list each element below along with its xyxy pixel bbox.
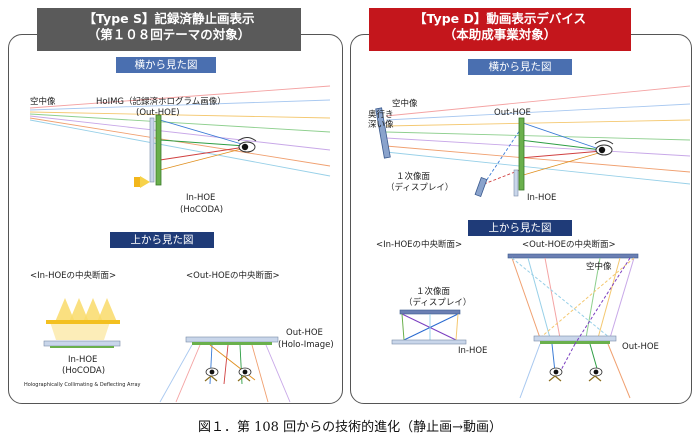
type-d-in-hoe-plate [513,169,519,197]
type-d-in-hoe-label: In-HOE [527,193,557,203]
type-s-subtitle: （第１０８回テーマの対象） [87,27,251,42]
type-d-aerial-label: 空中像 [392,99,418,109]
type-s-title: 【Type S】記録済静止画表示 [83,11,255,26]
type-s-side-view-tag: 横から見た図 [116,57,216,73]
type-d-primary-label-2: （ディスプレイ） [386,183,454,193]
type-s-hocoda-label: (HoCODA) [180,205,224,215]
type-d-in-hoe-top-label: In-HOE [458,346,488,356]
type-d-out-hoe-section [507,253,639,399]
type-d-section-in-label: <In-HOEの中央断面> [376,240,463,250]
type-d-out-hoe-top-label: Out-HOE [622,342,659,352]
type-s-in-hoe-bottom-label: In-HOE [68,355,98,365]
type-d-top-view-tag: 上から見た図 [468,220,572,236]
type-d-side-view-tag: 横から見た図 [468,59,572,75]
type-s-out-hoe-bottom-label: Out-HOE [286,328,323,338]
eye-icon [237,137,257,153]
type-d-out-hoe-plate [518,117,525,191]
type-s-in-hoe-label: In-HOE [186,193,216,203]
type-d-out-hoe-label: Out-HOE [494,108,531,118]
figure-caption: 図１．第 108 回からの技術的進化（静止画→動画） [198,420,502,435]
eye-icon [594,140,614,156]
type-s-hocoda-array [43,298,121,348]
eye-icon [588,367,603,382]
type-s-holo-image-label: (Holo-Image) [278,340,334,350]
type-s-hoimg-label: HoIMG（記録済ホログラム画像） [96,97,226,107]
eye-icon [204,367,219,382]
type-s-side-rays [29,85,331,177]
type-d-display-panel [474,177,488,197]
type-s-top-view-tag: 上から見た図 [110,232,214,248]
type-s-out-hoe-plate [155,114,162,186]
type-d-in-hoe-section [391,309,467,345]
type-d-banner: 【Type D】動画表示デバイス （本助成事業対象） [369,8,631,51]
type-s-section-out-label: <Out-HOEの中央断面> [186,271,280,281]
type-d-section-out-label: <Out-HOEの中央断面> [522,240,616,250]
type-d-primary-label-1: １次像面 [396,172,431,182]
type-d-depth-label-2: 深い像 [368,120,394,130]
type-s-aerial-label: 空中像 [30,97,56,107]
type-s-small-print-label: Holographically Collimating & Deflecting… [24,382,141,388]
type-s-out-hoe-label: (Out-HOE) [136,108,180,118]
type-d-aerial-top-label: 空中像 [586,262,612,272]
type-d-primary-top-label-1: １次像面 [416,287,451,297]
type-d-side-rays [385,85,691,185]
eye-icon [237,367,252,382]
type-d-depth-label-1: 奥行き [368,110,394,120]
type-d-aerial-depth-image [375,107,391,159]
eye-icon [548,367,563,382]
type-d-primary-top-label-2: （ディスプレイ） [404,298,472,308]
type-s-light-source [134,176,150,188]
type-d-subtitle: （本助成事業対象） [443,27,557,42]
type-s-banner: 【Type S】記録済静止画表示 （第１０８回テーマの対象） [37,8,301,51]
type-s-section-in-label: <In-HOEの中央断面> [30,271,117,281]
type-s-hocoda-bottom-label: (HoCODA) [62,366,106,376]
type-s-in-hoe-plate [149,117,155,183]
type-d-title: 【Type D】動画表示デバイス [414,11,586,26]
